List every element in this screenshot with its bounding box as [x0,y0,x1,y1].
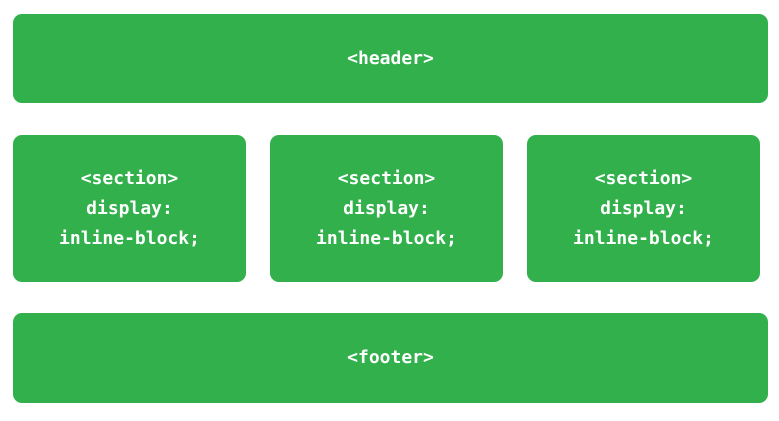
section-1-css-value: inline-block; [59,227,200,249]
section-box-1: <section> display: inline-block; [13,135,246,282]
footer-box: <footer> [13,313,768,403]
sections-row: <section> display: inline-block; <sectio… [13,135,760,282]
section-1-tag-label: <section> [80,167,179,189]
section-3-tag-label: <section> [594,167,693,189]
section-2-tag-label: <section> [337,167,436,189]
section-box-2: <section> display: inline-block; [270,135,503,282]
header-label: <header> [347,47,434,69]
section-2-css-property: display: [343,197,430,219]
section-box-3: <section> display: inline-block; [527,135,760,282]
section-2-css-value: inline-block; [316,227,457,249]
section-1-css-property: display: [86,197,173,219]
section-3-css-value: inline-block; [573,227,714,249]
section-3-css-property: display: [600,197,687,219]
header-box: <header> [13,14,768,103]
footer-label: <footer> [347,347,434,368]
